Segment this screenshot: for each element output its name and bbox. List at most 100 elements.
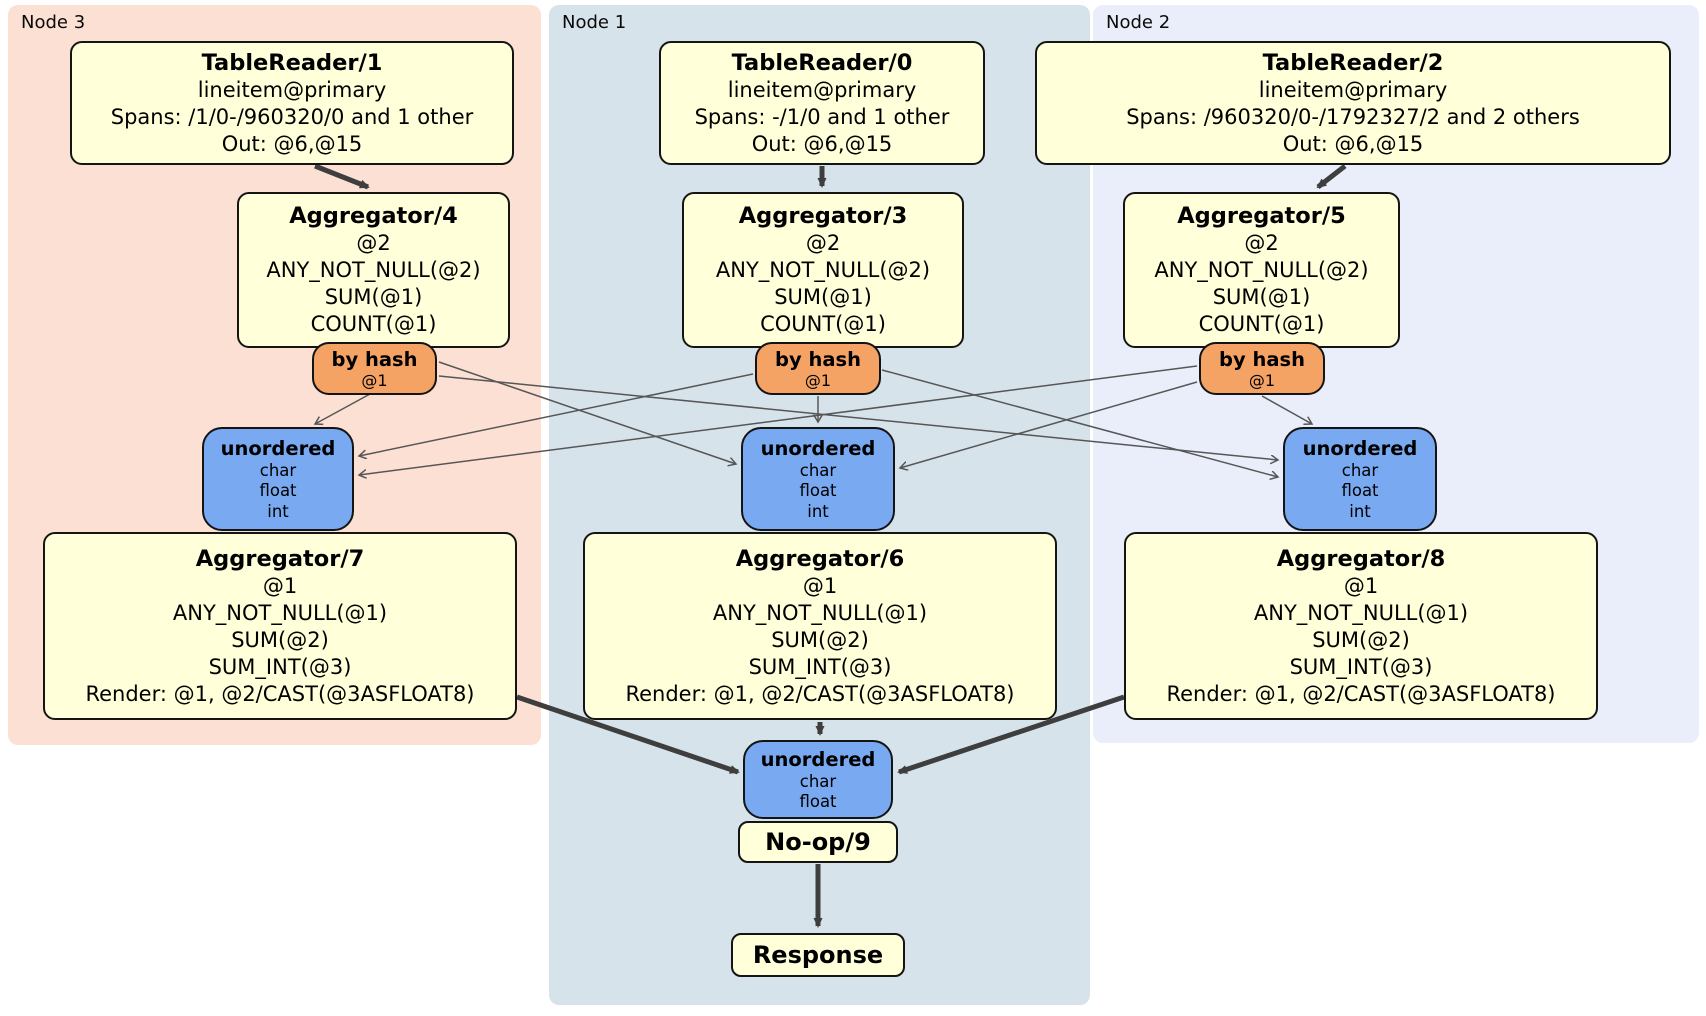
noop-title: No-op/9 xyxy=(765,828,871,856)
aggregator-5-groupcols: @2 xyxy=(1244,231,1279,255)
unordered-sync-node1-type: float xyxy=(799,481,837,501)
aggregator-3-box: Aggregator/3 @2 ANY_NOT_NULL(@2) SUM(@1)… xyxy=(682,192,964,348)
unordered-sync-node3-type: char xyxy=(259,460,297,480)
unordered-sync-node2-label: unordered xyxy=(1302,436,1418,460)
by-hash-router-node3: by hash @1 xyxy=(312,342,437,395)
edge-bh2-un3 xyxy=(359,365,1198,475)
aggregator-7-fn: SUM_INT(@3) xyxy=(208,654,352,679)
aggregator-5-fn: ANY_NOT_NULL(@2) xyxy=(1154,258,1369,282)
aggregator-5-box: Aggregator/5 @2 ANY_NOT_NULL(@2) SUM(@1)… xyxy=(1123,192,1400,348)
aggregator-4-fn: COUNT(@1) xyxy=(310,312,437,336)
aggregator-7-title: Aggregator/7 xyxy=(195,545,365,572)
tablereader-0-out: Out: @6,@15 xyxy=(751,131,893,156)
unordered-sync-node2: unordered char float int xyxy=(1283,427,1437,531)
aggregator-6-title: Aggregator/6 xyxy=(735,545,905,572)
tablereader-0-index: lineitem@primary xyxy=(727,77,917,102)
final-unordered-sync-type: char xyxy=(799,771,837,791)
unordered-sync-node3: unordered char float int xyxy=(202,427,354,531)
edge-bh1-un2 xyxy=(881,369,1278,477)
aggregator-7-box: Aggregator/7 @1 ANY_NOT_NULL(@1) SUM(@2)… xyxy=(43,532,517,720)
aggregator-8-fn: ANY_NOT_NULL(@1) xyxy=(1253,600,1469,625)
unordered-sync-node1: unordered char float int xyxy=(741,427,895,531)
response-box: Response xyxy=(731,933,905,977)
router-stream-edges xyxy=(315,361,1312,477)
aggregator-7-render: Render: @1, @2/CAST(@3ASFLOAT8) xyxy=(85,681,475,706)
tablereader-1-spans: Spans: /1/0-/960320/0 and 1 other xyxy=(110,104,474,129)
unordered-sync-node1-label: unordered xyxy=(760,436,876,460)
aggregator-5-title: Aggregator/5 xyxy=(1177,203,1346,229)
tablereader-0-spans: Spans: -/1/0 and 1 other xyxy=(694,104,950,129)
final-unordered-sync-type: float xyxy=(799,792,837,811)
aggregator-5-fn: COUNT(@1) xyxy=(1198,312,1325,336)
aggregator-6-fn: SUM(@2) xyxy=(771,627,869,652)
aggregator-7-groupcols: @1 xyxy=(262,573,298,598)
aggregator-6-render: Render: @1, @2/CAST(@3ASFLOAT8) xyxy=(625,681,1015,706)
unordered-sync-node2-type: char xyxy=(1341,460,1379,480)
tablereader-2-box: TableReader/2 lineitem@primary Spans: /9… xyxy=(1035,41,1671,165)
aggregator-3-fn: ANY_NOT_NULL(@2) xyxy=(715,258,931,282)
tablereader-2-spans: Spans: /960320/0-/1792327/2 and 2 others xyxy=(1126,104,1580,129)
tablereader-2-index: lineitem@primary xyxy=(1258,77,1448,102)
response-title: Response xyxy=(752,941,884,969)
aggregator-3-title: Aggregator/3 xyxy=(738,203,908,229)
aggregator-4-fn: SUM(@1) xyxy=(324,285,423,309)
tablereader-1-title: TableReader/1 xyxy=(201,49,383,76)
by-hash-router-node3-cols: @1 xyxy=(361,370,388,390)
tablereader-0-title: TableReader/0 xyxy=(731,49,913,76)
tablereader-0-box: TableReader/0 lineitem@primary Spans: -/… xyxy=(659,41,985,165)
edge-bh2-un1 xyxy=(900,381,1198,468)
edge-tr2-agg5 xyxy=(1316,164,1347,189)
aggregator-6-groupcols: @1 xyxy=(802,573,838,598)
edge-bh2-un2 xyxy=(1261,395,1312,424)
by-hash-router-node1-label: by hash xyxy=(775,347,861,371)
aggregator-8-render: Render: @1, @2/CAST(@3ASFLOAT8) xyxy=(1166,681,1556,706)
node3-label: Node 3 xyxy=(21,12,86,33)
aggregator-4-fn: ANY_NOT_NULL(@2) xyxy=(266,258,481,282)
noop-box: No-op/9 xyxy=(738,821,898,863)
aggregator-8-groupcols: @1 xyxy=(1343,573,1379,598)
tablereader-2-out: Out: @6,@15 xyxy=(1282,131,1424,156)
node2-label: Node 2 xyxy=(1106,12,1171,33)
edge-agg7-finalsync xyxy=(516,694,740,775)
by-hash-router-node1: by hash @1 xyxy=(755,342,881,395)
final-unordered-sync: unordered char float xyxy=(743,740,893,819)
tablereader-1-index: lineitem@primary xyxy=(197,77,387,102)
aggregator-4-title: Aggregator/4 xyxy=(289,203,458,229)
unordered-sync-node3-type: float xyxy=(259,481,297,501)
final-unordered-sync-label: unordered xyxy=(760,747,876,771)
unordered-sync-node3-label: unordered xyxy=(220,436,336,460)
by-hash-router-node2: by hash @1 xyxy=(1199,342,1325,395)
aggregator-7-fn: SUM(@2) xyxy=(231,627,329,652)
unordered-sync-node2-type: float xyxy=(1341,481,1379,501)
unordered-sync-node3-type: int xyxy=(267,501,289,521)
by-hash-router-node3-label: by hash xyxy=(331,347,418,371)
edge-bh1-un3 xyxy=(359,373,754,456)
edge-bh3-un2 xyxy=(438,375,1278,460)
edge-bh3-un3 xyxy=(315,393,371,424)
aggregator-7-fn: ANY_NOT_NULL(@1) xyxy=(172,600,388,625)
aggregator-8-box: Aggregator/8 @1 ANY_NOT_NULL(@1) SUM(@2)… xyxy=(1124,532,1598,720)
aggregator-8-fn: SUM(@2) xyxy=(1312,627,1410,652)
tablereader-1-out: Out: @6,@15 xyxy=(221,131,363,156)
tablereader-1-box: TableReader/1 lineitem@primary Spans: /1… xyxy=(70,41,514,165)
aggregator-8-fn: SUM_INT(@3) xyxy=(1289,654,1433,679)
node1-label: Node 1 xyxy=(562,12,627,33)
aggregator-3-groupcols: @2 xyxy=(805,231,841,255)
aggregator-6-fn: SUM_INT(@3) xyxy=(748,654,892,679)
by-hash-router-node2-label: by hash xyxy=(1219,347,1305,371)
tablereader-2-title: TableReader/2 xyxy=(1262,49,1444,76)
edge-bh3-un1 xyxy=(438,361,736,464)
aggregator-5-fn: SUM(@1) xyxy=(1212,285,1311,309)
unordered-sync-node1-type: char xyxy=(799,460,837,480)
aggregator-3-fn: COUNT(@1) xyxy=(760,312,886,336)
aggregator-6-box: Aggregator/6 @1 ANY_NOT_NULL(@1) SUM(@2)… xyxy=(583,532,1057,720)
unordered-sync-node1-type: int xyxy=(807,501,829,521)
unordered-sync-node2-type: int xyxy=(1349,501,1371,521)
aggregator-4-box: Aggregator/4 @2 ANY_NOT_NULL(@2) SUM(@1)… xyxy=(237,192,510,348)
by-hash-router-node1-cols: @1 xyxy=(804,370,832,390)
aggregator-6-fn: ANY_NOT_NULL(@1) xyxy=(712,600,928,625)
by-hash-router-node2-cols: @1 xyxy=(1248,370,1276,390)
edge-agg8-finalsync xyxy=(897,694,1125,775)
